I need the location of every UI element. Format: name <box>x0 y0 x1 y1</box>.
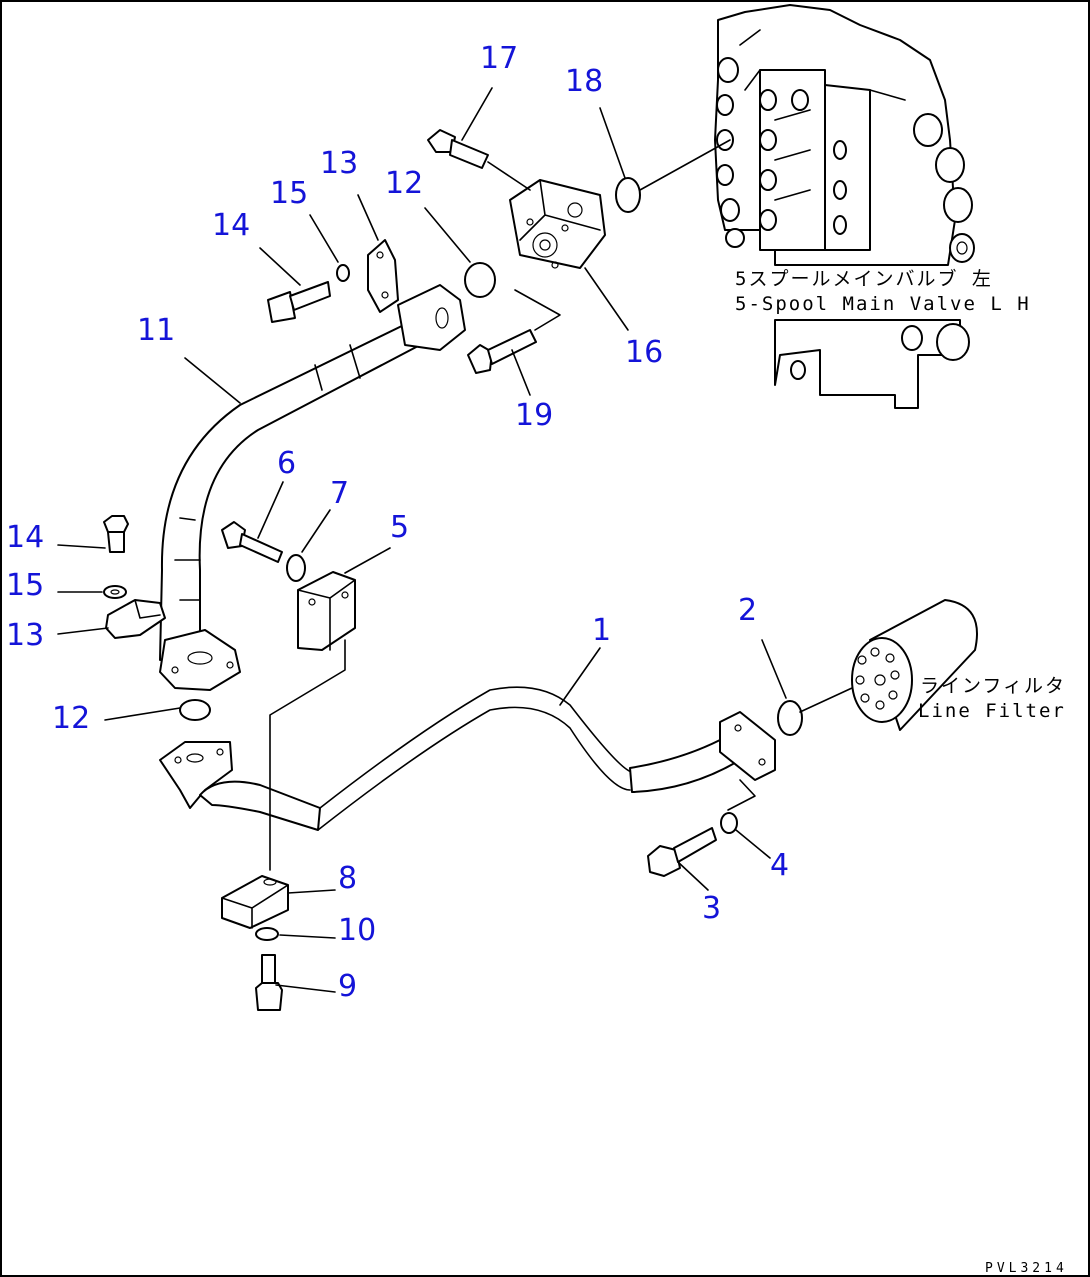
callout-3: 3 <box>702 891 721 926</box>
split-flange-13-upper <box>367 239 399 313</box>
leader-2-to-filter <box>799 687 853 713</box>
leader-lines <box>57 87 787 993</box>
split-flange-13-lower <box>105 599 166 639</box>
washer-7 <box>286 554 306 582</box>
clamp-5 <box>297 571 356 651</box>
washer-10 <box>255 927 279 941</box>
o-ring-18 <box>615 177 641 213</box>
callout-18: 18 <box>565 64 603 99</box>
callout-6: 6 <box>277 446 296 481</box>
pipe-1 <box>159 639 776 871</box>
bolt-19 <box>467 329 537 374</box>
callout-13-upper: 13 <box>320 146 358 181</box>
hose-11 <box>159 284 466 691</box>
callout-15-upper: 15 <box>270 176 308 211</box>
callout-2: 2 <box>738 593 757 628</box>
callout-8: 8 <box>338 861 357 896</box>
callout-11: 11 <box>137 313 175 348</box>
o-ring-12-lower <box>179 699 211 721</box>
washer-15-lower <box>103 585 127 599</box>
o-ring-2 <box>777 700 803 736</box>
drawing-code: PVL3214 <box>985 1261 1068 1276</box>
bolt-3 <box>647 827 717 877</box>
line-filter-drawing <box>851 599 978 731</box>
callout-numbers: 17 18 13 12 15 14 11 16 19 6 7 5 14 15 1… <box>6 41 789 1004</box>
valve-block-16 <box>509 179 606 331</box>
caption-main-valve-en: 5-Spool Main Valve L H <box>735 293 1031 315</box>
caption-main-valve-jp: 5スプールメインバルブ 左 <box>735 267 993 290</box>
callout-15-lower: 15 <box>6 568 44 603</box>
callout-1: 1 <box>592 613 611 648</box>
callout-14-upper: 14 <box>212 208 250 243</box>
caption-line-filter-jp: ラインフィルタ <box>920 675 1066 697</box>
callout-12-upper: 12 <box>385 166 423 201</box>
bolt-14-lower <box>103 515 129 553</box>
callout-13-lower: 13 <box>6 618 44 653</box>
callout-17: 17 <box>480 41 518 76</box>
callout-16: 16 <box>625 335 663 370</box>
callout-14-lower: 14 <box>6 520 44 555</box>
bolt-6 <box>221 521 283 563</box>
callout-19: 19 <box>515 398 553 433</box>
clamp-8 <box>221 875 289 929</box>
bolt-17 <box>427 129 531 191</box>
main-valve-drawing <box>714 4 975 409</box>
o-ring-12-upper <box>464 262 496 298</box>
callout-12-lower: 12 <box>52 701 90 736</box>
washer-15-upper <box>336 264 350 282</box>
bolt-9 <box>255 954 283 1011</box>
callout-4: 4 <box>770 848 789 883</box>
caption-line-filter-en: Line Filter <box>918 700 1066 722</box>
washer-4 <box>720 812 738 834</box>
callout-9: 9 <box>338 969 357 1004</box>
callout-5: 5 <box>390 510 409 545</box>
bolt-14-upper <box>267 281 331 323</box>
callout-10: 10 <box>338 913 376 948</box>
leader-18-to-valve <box>639 139 731 191</box>
callout-7: 7 <box>330 476 349 511</box>
